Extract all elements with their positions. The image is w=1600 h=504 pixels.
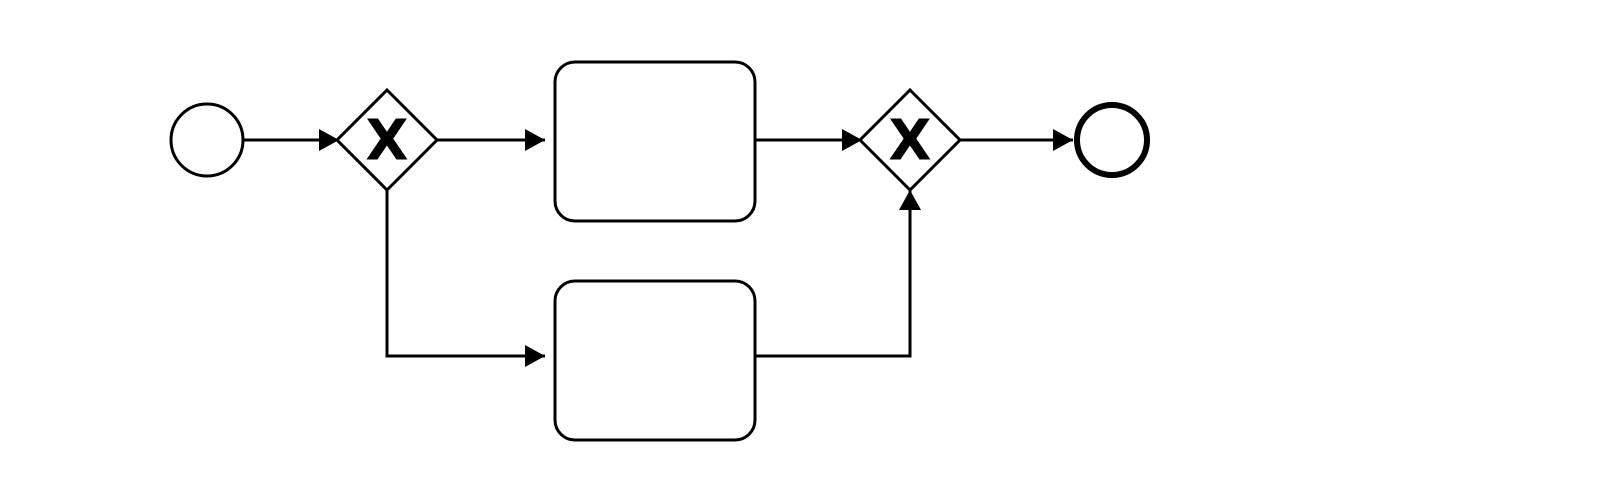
- exclusive-gateway-split[interactable]: X: [334, 87, 440, 193]
- end-event[interactable]: [1074, 102, 1150, 178]
- flow-lower-task-to-merge[interactable]: [755, 190, 921, 358]
- gateway-x-marker: X: [365, 109, 408, 174]
- gateway-diamond: [857, 87, 963, 193]
- task-upper[interactable]: [553, 60, 757, 223]
- exclusive-gateway-merge[interactable]: X: [857, 87, 963, 193]
- gateway-diamond: [334, 87, 440, 193]
- gateway-x-marker: X: [888, 109, 931, 174]
- start-event[interactable]: [169, 102, 245, 178]
- sequence-flows: [241, 129, 1073, 367]
- flow-split-to-lower-task[interactable]: [385, 190, 545, 367]
- task-lower[interactable]: [553, 279, 757, 442]
